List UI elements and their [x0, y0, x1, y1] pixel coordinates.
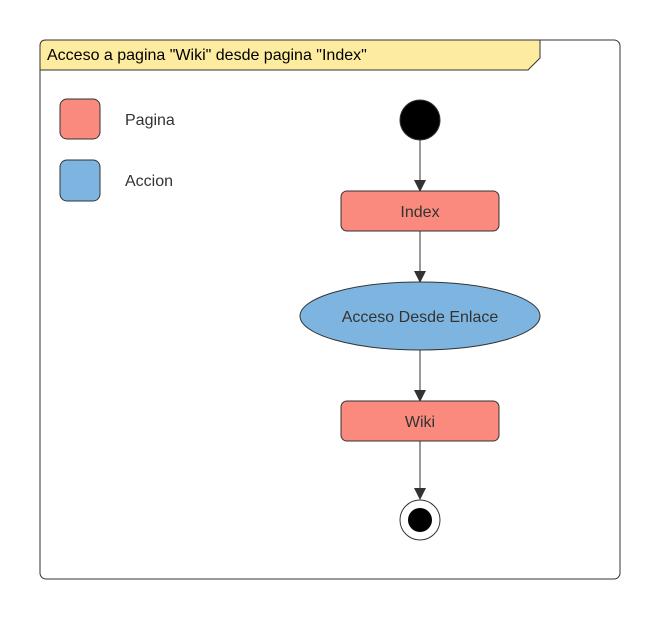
initial-node [399, 99, 441, 141]
node-acceso-desde-enlace-label: Acceso Desde Enlace [342, 309, 499, 326]
node-wiki-label: Wiki [405, 414, 435, 431]
node-wiki [340, 400, 500, 442]
legend-swatch-pagina [59, 98, 101, 140]
node-acceso-desde-enlace [299, 281, 541, 351]
final-node-core [408, 508, 432, 532]
legend-swatch-accion [59, 159, 101, 202]
node-index-label: Index [400, 204, 439, 221]
legend-label-pagina: Pagina [125, 112, 175, 129]
frame-title-tab [39, 39, 541, 71]
legend-label-accion: Accion [125, 173, 173, 190]
frame-title: Acceso a pagina "Wiki" desde pagina "Ind… [47, 47, 367, 64]
node-index [340, 190, 500, 232]
